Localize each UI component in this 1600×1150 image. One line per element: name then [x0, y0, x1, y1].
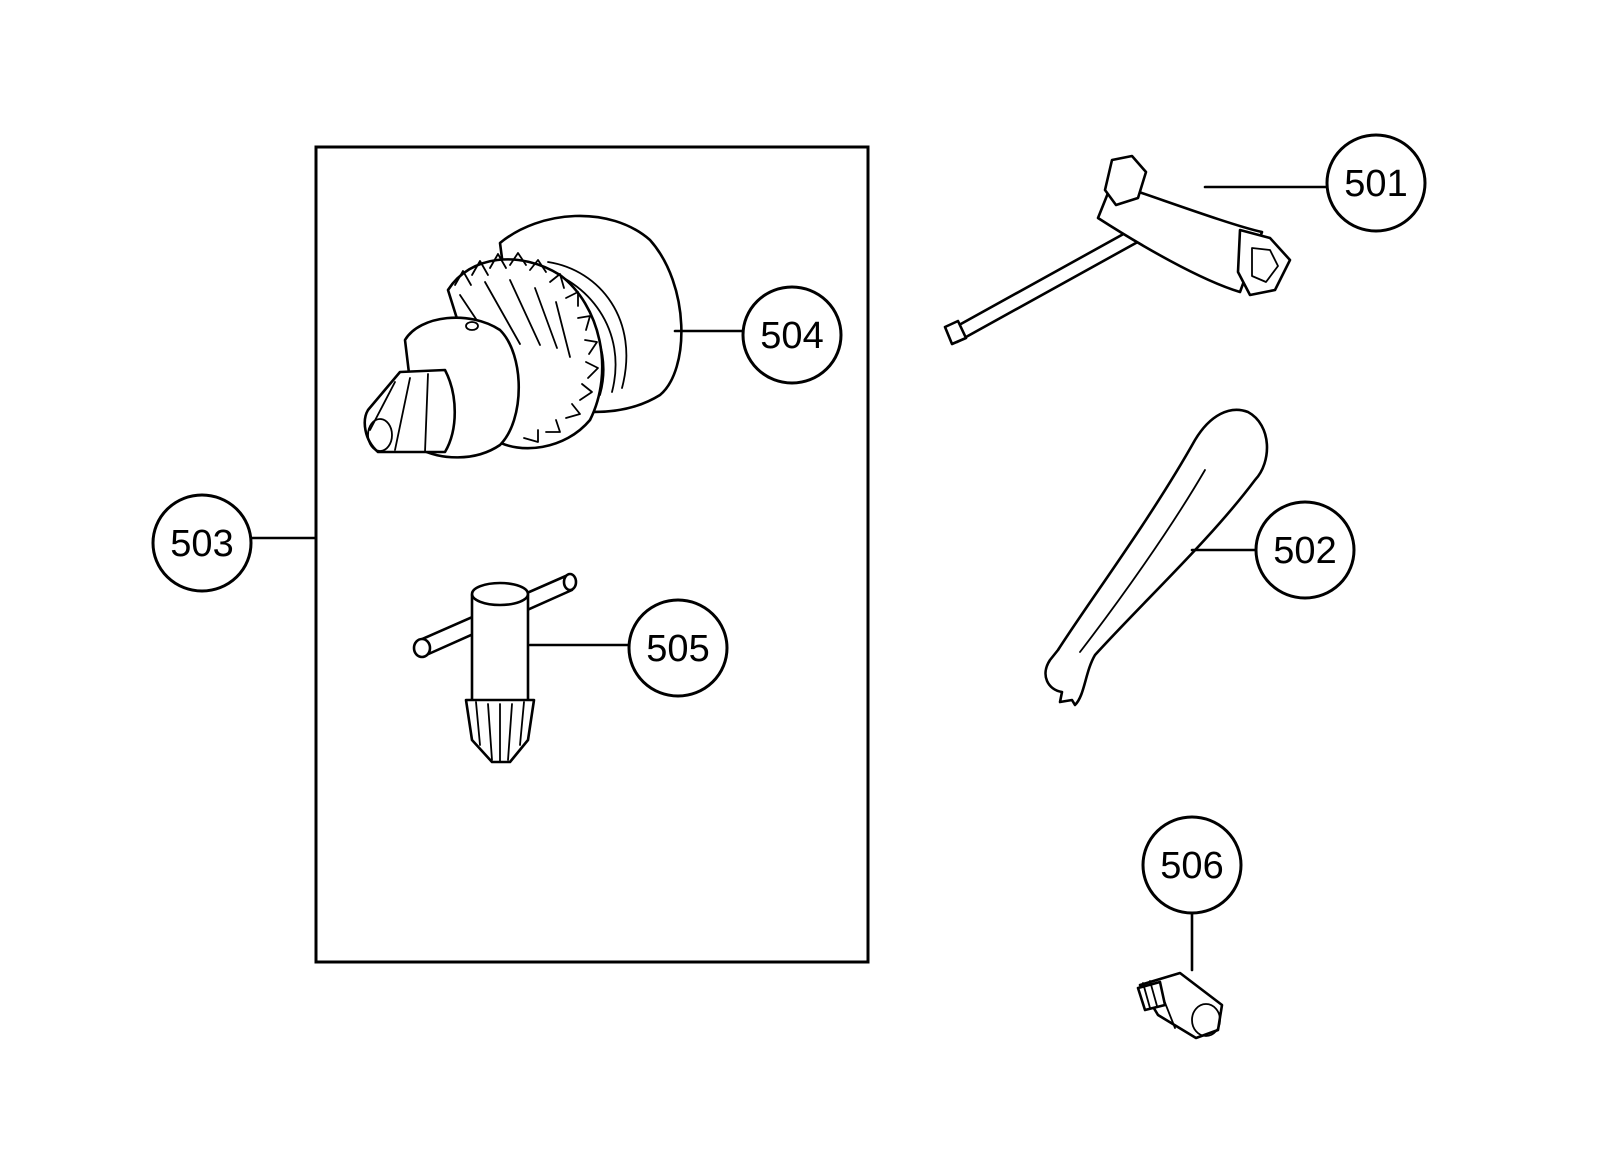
svg-text:503: 503 [170, 523, 233, 565]
callout-501: 501 [1325, 133, 1427, 233]
callout-505: 505 [627, 598, 729, 698]
hook-spanner-wrench-icon [1044, 408, 1269, 707]
callout-502: 502 [1254, 500, 1356, 600]
svg-text:504: 504 [760, 315, 823, 357]
t-spark-plug-wrench-icon [943, 154, 1292, 346]
chuck-set-group-box [314, 145, 870, 964]
callout-503: 503 [151, 493, 253, 593]
svg-text:505: 505 [646, 628, 709, 670]
chuck-key-icon [412, 572, 578, 764]
drill-chuck-icon [363, 214, 683, 459]
svg-text:502: 502 [1273, 530, 1336, 572]
svg-text:506: 506 [1160, 845, 1223, 887]
callout-506: 506 [1141, 815, 1243, 915]
svg-text:501: 501 [1344, 163, 1407, 205]
threaded-adapter-icon [1136, 971, 1224, 1040]
callout-504: 504 [741, 285, 843, 385]
